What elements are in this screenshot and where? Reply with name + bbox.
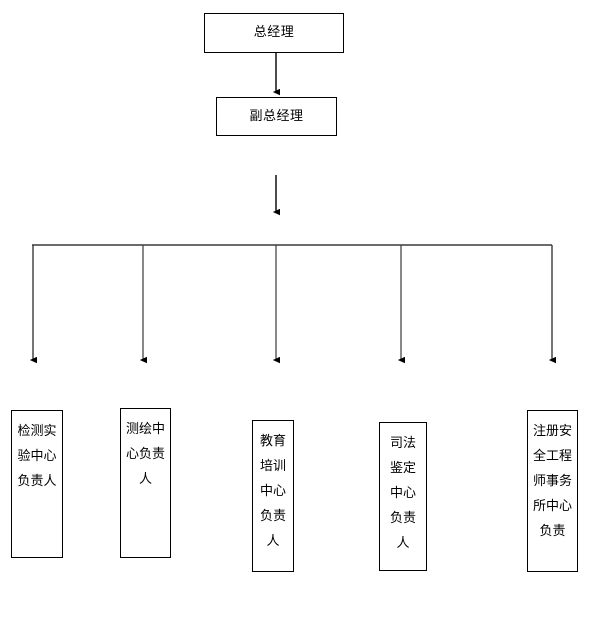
node-label-education-training-center-head: 教育培训中心负责人 [259,434,286,549]
node-deputy-general-manager[interactable]: 副总经理 [216,97,337,136]
node-label-general-manager: 总经理 [253,25,295,40]
node-judicial-appraisal-center-head[interactable]: 司法鉴定中心负责人 [379,422,427,571]
node-registered-safety-engineer-office-center-head[interactable]: 注册安全工程师事务所中心负责 [527,410,578,572]
node-label-surveying-center-head: 测绘中心负责人 [125,422,165,487]
node-label-judicial-appraisal-center-head: 司法鉴定中心负责人 [389,436,416,551]
node-education-training-center-head[interactable]: 教育培训中心负责人 [252,420,294,572]
node-surveying-center-head[interactable]: 测绘中心负责人 [120,408,171,558]
node-testing-lab-center-head[interactable]: 检测实验中心负责人 [11,410,63,558]
node-label-registered-safety-engineer-office-center-head: 注册安全工程师事务所中心负责 [532,424,572,539]
node-label-deputy-general-manager: 副总经理 [249,108,304,124]
node-label-testing-lab-center-head: 检测实验中心负责人 [17,424,57,489]
node-general-manager[interactable]: 总经理 [204,13,344,53]
